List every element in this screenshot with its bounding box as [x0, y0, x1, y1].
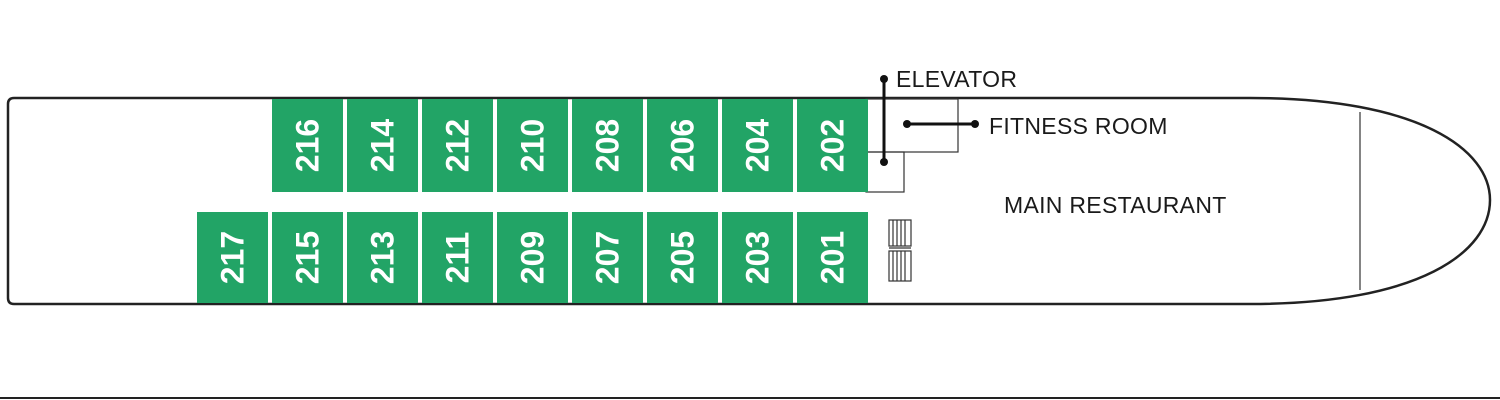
elevator-leader	[880, 75, 888, 166]
cabin-214-box[interactable]	[347, 99, 418, 192]
cabin-201-box[interactable]	[797, 212, 868, 303]
cabin-212-box[interactable]	[422, 99, 493, 192]
fitness-room-label: FITNESS ROOM	[989, 113, 1168, 139]
cabin-216-box[interactable]	[272, 99, 343, 192]
cabin-205[interactable]: 205	[647, 212, 718, 303]
cabin-203[interactable]: 203	[722, 212, 793, 303]
cabin-208-box[interactable]	[572, 99, 643, 192]
cabin-215-box[interactable]	[272, 212, 343, 303]
cabin-210-label: 210	[515, 119, 551, 172]
main-restaurant-label: MAIN RESTAURANT	[1004, 192, 1227, 218]
cabin-210[interactable]: 210	[497, 99, 568, 192]
cabin-202-box[interactable]	[797, 99, 868, 192]
cabin-206[interactable]: 206	[647, 99, 718, 192]
cabin-206-label: 206	[665, 119, 701, 172]
cabins-upper-row: 216 214 212 210 208 206 204 202	[272, 99, 868, 192]
cabin-204-box[interactable]	[722, 99, 793, 192]
cabin-212[interactable]: 212	[422, 99, 493, 192]
cabin-211-label: 211	[440, 232, 476, 284]
cabin-211[interactable]: 211	[422, 212, 493, 303]
cabin-204-label: 204	[740, 119, 776, 173]
cabin-203-label: 203	[740, 231, 776, 284]
cabin-215-label: 215	[290, 231, 326, 284]
cabin-215[interactable]: 215	[272, 212, 343, 303]
cabin-206-box[interactable]	[647, 99, 718, 192]
cabin-208-label: 208	[590, 119, 626, 172]
cabin-216-label: 216	[290, 119, 326, 172]
cabin-217-box[interactable]	[197, 212, 268, 303]
cabin-213-box[interactable]	[347, 212, 418, 303]
cabin-217[interactable]: 217	[197, 212, 268, 303]
cabin-209[interactable]: 209	[497, 212, 568, 303]
cabin-211-box[interactable]	[422, 212, 493, 303]
cabin-201[interactable]: 201	[797, 212, 868, 303]
cabin-208[interactable]: 208	[572, 99, 643, 192]
cabin-217-label: 217	[215, 231, 251, 284]
cabin-202[interactable]: 202	[797, 99, 868, 192]
cabin-213-label: 213	[365, 231, 401, 284]
elevator-label: ELEVATOR	[896, 66, 1017, 92]
cabin-204[interactable]: 204	[722, 99, 793, 192]
cabin-213[interactable]: 213	[347, 212, 418, 303]
cabin-209-box[interactable]	[497, 212, 568, 303]
cabin-214-label: 214	[365, 119, 401, 173]
cabin-205-label: 205	[665, 231, 701, 284]
fitness-room-leader	[903, 120, 979, 128]
staircase-icon	[888, 219, 912, 282]
cabin-202-label: 202	[815, 119, 851, 172]
cabin-203-box[interactable]	[722, 212, 793, 303]
cabin-207-label: 207	[590, 231, 626, 284]
cabin-205-box[interactable]	[647, 212, 718, 303]
cabin-207-box[interactable]	[572, 212, 643, 303]
cabin-210-box[interactable]	[497, 99, 568, 192]
cabin-201-label: 201	[815, 231, 851, 284]
cabin-212-label: 212	[440, 119, 476, 172]
cabin-216[interactable]: 216	[272, 99, 343, 192]
cabin-207[interactable]: 207	[572, 212, 643, 303]
cabin-209-label: 209	[515, 231, 551, 284]
cabins-lower-row: 217 215 213 211 209 207 205 203 201	[197, 212, 868, 303]
cabin-214[interactable]: 214	[347, 99, 418, 192]
